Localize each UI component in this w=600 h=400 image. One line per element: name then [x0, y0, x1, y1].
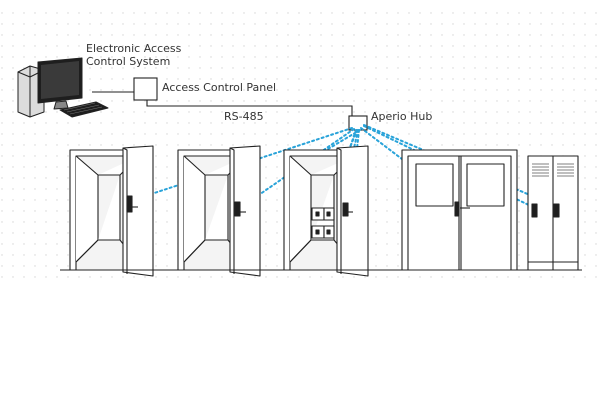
- control-panel-box: [133, 77, 158, 101]
- bus-label: RS-485: [224, 110, 264, 123]
- open-door-icon: [69, 145, 154, 277]
- double-door-icon: [401, 149, 518, 271]
- open-door-with-lockers-icon: [283, 145, 369, 277]
- panel-label: Access Control Panel: [162, 81, 277, 94]
- hub-label: Aperio Hub: [371, 110, 433, 123]
- wireless-link-door-3d: [350, 129, 360, 207]
- system-label-line-2: Control System: [86, 55, 171, 68]
- open-door-icon: [177, 145, 261, 277]
- rs485-bus-wire: [146, 100, 353, 118]
- system-label: Electronic Access Control System: [86, 42, 181, 68]
- wiring: [92, 91, 353, 118]
- locker-icon: [527, 155, 579, 271]
- computer-icon: [17, 57, 109, 118]
- system-label-line-1: Electronic Access: [86, 42, 182, 55]
